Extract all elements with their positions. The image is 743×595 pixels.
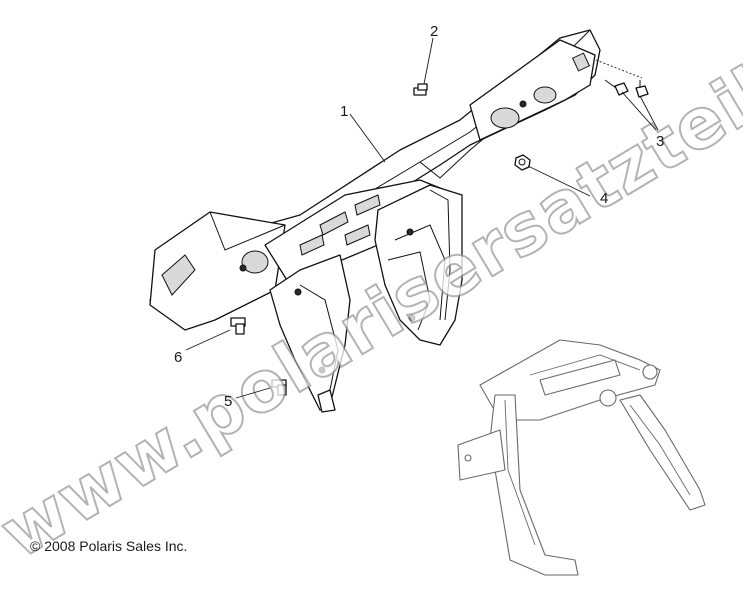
callout-4: 4 xyxy=(600,190,608,207)
watermark-text: www.polarisersatzteile.de xyxy=(0,0,743,576)
callout-3: 3 xyxy=(656,133,664,150)
front-frame-assembly xyxy=(149,29,601,413)
bolt-2 xyxy=(413,83,428,96)
callout-2: 2 xyxy=(430,23,438,40)
bolt-6 xyxy=(230,317,246,335)
leader-lines xyxy=(185,37,659,399)
callout-5: 5 xyxy=(224,393,232,410)
callout-6: 6 xyxy=(174,349,182,366)
copyright-notice: © 2008 Polaris Sales Inc. xyxy=(30,538,188,554)
bolt-5 xyxy=(271,379,287,396)
reference-subframe xyxy=(457,339,706,576)
nut-4 xyxy=(514,154,531,171)
callout-1: 1 xyxy=(340,103,348,120)
screws-3 xyxy=(595,59,649,98)
